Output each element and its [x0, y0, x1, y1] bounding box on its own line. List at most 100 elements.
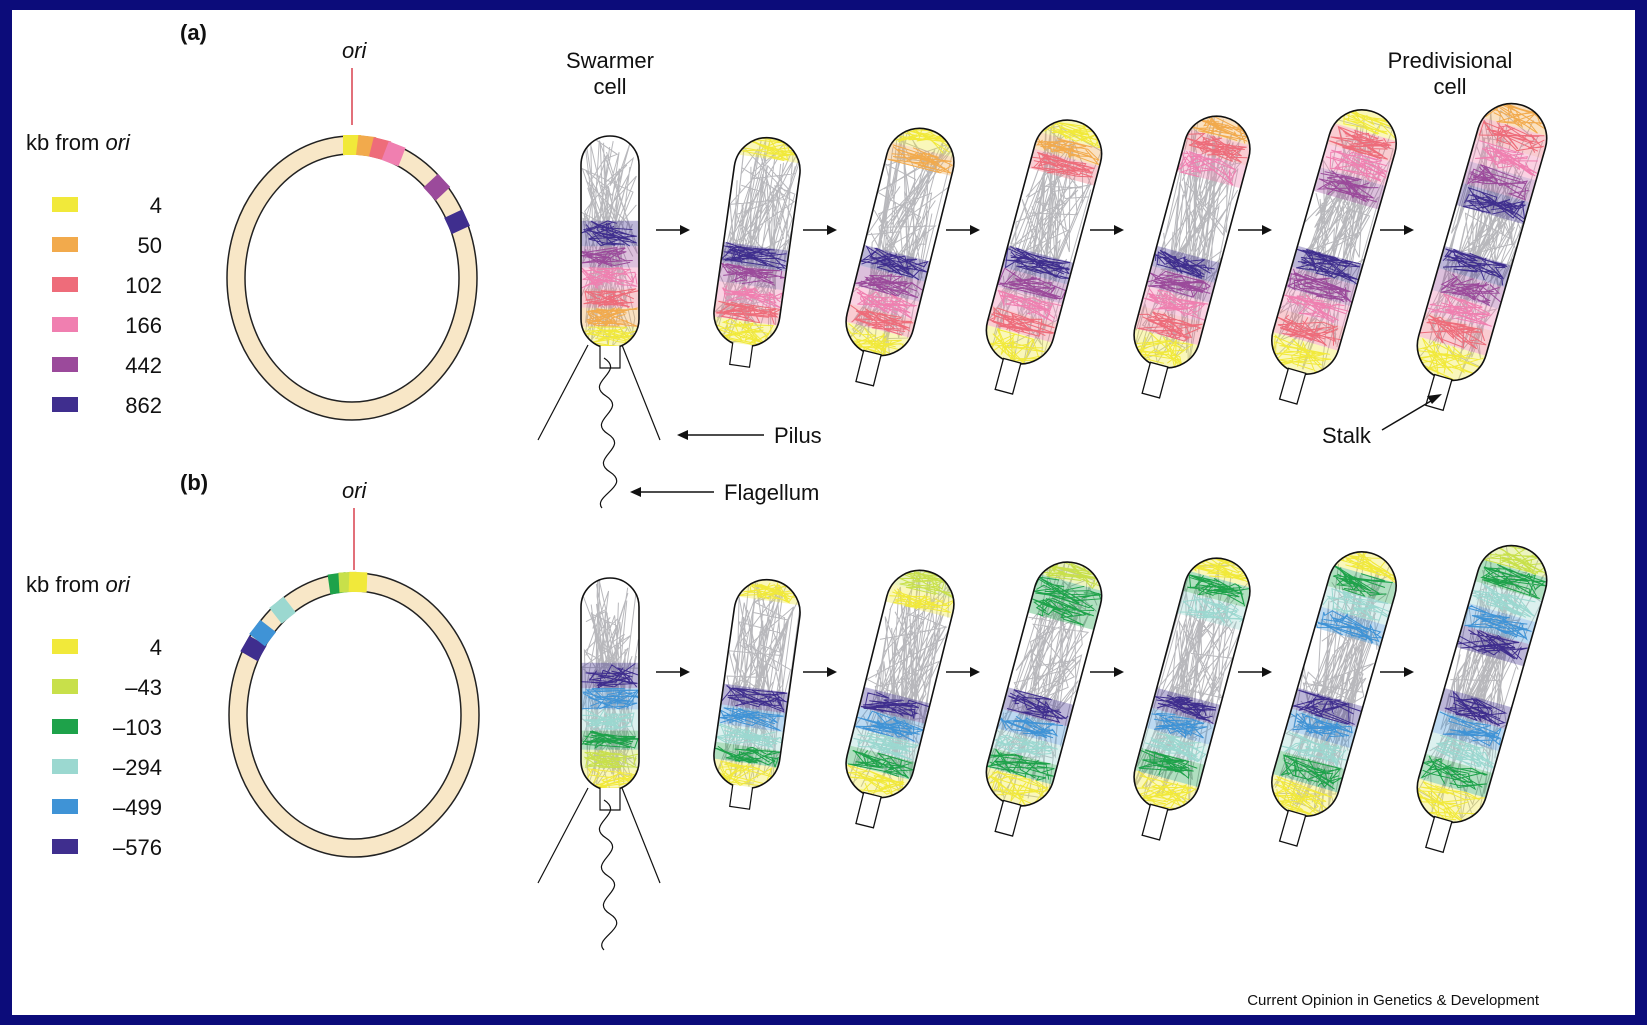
ori-label-a: ori — [342, 38, 368, 63]
cells-row-b — [581, 537, 1555, 859]
legend-value: –43 — [125, 675, 162, 700]
predivisional-label-line1: Predivisional — [1388, 48, 1513, 73]
legend-value: 4 — [150, 635, 162, 660]
pilus-line-right-b — [622, 788, 660, 883]
legend-value: –294 — [113, 755, 162, 780]
chromosome-ring-b — [229, 573, 479, 857]
progression-arrowhead — [970, 667, 980, 677]
cell-interior — [1127, 551, 1258, 817]
progression-arrowhead — [827, 225, 837, 235]
row-a-cell — [971, 112, 1109, 400]
pilus-label: Pilus — [774, 423, 822, 448]
legend-swatch — [52, 197, 78, 212]
stalk-callout: Stalk — [1322, 394, 1442, 448]
legend-swatch — [52, 357, 78, 372]
row-a-cell — [832, 121, 961, 392]
pilus-line-left-b — [538, 788, 588, 883]
pole-holdfast — [730, 785, 753, 810]
ring-locus — [349, 572, 368, 593]
row-b-cell — [707, 575, 804, 812]
progression-arrowhead — [1404, 667, 1414, 677]
legend-value: 442 — [125, 353, 162, 378]
panel-b-label: (b) — [180, 470, 208, 495]
progression-arrowhead — [1262, 667, 1272, 677]
pole-holdfast — [730, 343, 753, 368]
legend-b: 4–43–103–294–499–576 — [52, 635, 162, 860]
row-b-cell — [832, 563, 961, 834]
stalk — [1426, 817, 1452, 853]
cell-interior — [1264, 544, 1404, 824]
stalk-label: Stalk — [1322, 423, 1372, 448]
legend-value: 50 — [138, 233, 162, 258]
legend-swatch — [52, 397, 78, 412]
legend-value: –499 — [113, 795, 162, 820]
stalk — [856, 350, 881, 385]
cell-interior — [839, 121, 961, 363]
row-b-cell — [581, 578, 639, 810]
progression-arrowhead — [1114, 225, 1124, 235]
legend-swatch — [52, 639, 78, 654]
legend-value: 4 — [150, 193, 162, 218]
cell-interior — [979, 112, 1109, 371]
cell-interior — [1409, 95, 1555, 388]
legend-value: 862 — [125, 393, 162, 418]
stalk-arrow-line — [1382, 398, 1436, 430]
stalk — [1280, 368, 1306, 404]
row-a-cell — [1256, 102, 1405, 411]
legend-a-title: kb from ori — [26, 130, 131, 155]
row-a-cell — [1401, 95, 1555, 417]
stalk — [856, 792, 881, 827]
legend-swatch — [52, 277, 78, 292]
pilus-arrowhead — [677, 430, 688, 440]
flagellum-b — [599, 800, 616, 950]
progression-arrowhead — [680, 225, 690, 235]
row-b-cell — [1256, 544, 1405, 853]
progression-arrowhead — [1114, 667, 1124, 677]
swarmer-appendages-a — [538, 345, 660, 508]
cell-interior — [979, 554, 1109, 813]
progression-arrowhead — [1404, 225, 1414, 235]
figure-canvas: (a) (b) kb from ori kb from ori 45010216… — [12, 10, 1635, 1015]
row-a-cell — [1119, 109, 1257, 404]
panel-a-label: (a) — [180, 20, 207, 45]
row-b-cell — [1119, 551, 1257, 846]
cell-interior — [1264, 102, 1404, 382]
pilus-line-left-a — [538, 345, 588, 440]
flagellum-callout: Flagellum — [630, 480, 819, 505]
progression-arrowhead — [680, 667, 690, 677]
cells-row-a — [581, 95, 1555, 417]
legend-swatch — [52, 679, 78, 694]
stalk — [995, 358, 1021, 394]
cell-interior — [1127, 109, 1258, 375]
cell-interior — [1409, 537, 1555, 830]
figure-credit: Current Opinion in Genetics & Developmen… — [1247, 992, 1540, 1009]
predivisional-label-line2: cell — [1433, 74, 1466, 99]
stalk — [995, 800, 1021, 836]
cell-interior — [581, 578, 639, 790]
legend-swatch — [52, 839, 78, 854]
ori-label-b: ori — [342, 478, 368, 503]
ring-b-inner — [247, 591, 461, 839]
flagellum-a — [599, 358, 616, 508]
swarmer-label-line2: cell — [593, 74, 626, 99]
legend-value: –576 — [113, 835, 162, 860]
legend-swatch — [52, 317, 78, 332]
pilus-callout: Pilus — [677, 423, 822, 448]
swarmer-appendages-b — [538, 788, 660, 950]
legend-swatch — [52, 799, 78, 814]
stalk — [1426, 375, 1452, 411]
legend-value: 166 — [125, 313, 162, 338]
legend-b-title: kb from ori — [26, 572, 131, 597]
progression-arrowhead — [827, 667, 837, 677]
pilus-line-right-a — [622, 345, 660, 440]
swarmer-label-line1: Swarmer — [566, 48, 654, 73]
legend-swatch — [52, 759, 78, 774]
stalk — [1142, 804, 1168, 840]
progression-arrowhead — [970, 225, 980, 235]
stalk — [1142, 362, 1168, 398]
legend-swatch — [52, 237, 78, 252]
cell-interior — [839, 563, 961, 805]
stalk — [1280, 810, 1306, 846]
